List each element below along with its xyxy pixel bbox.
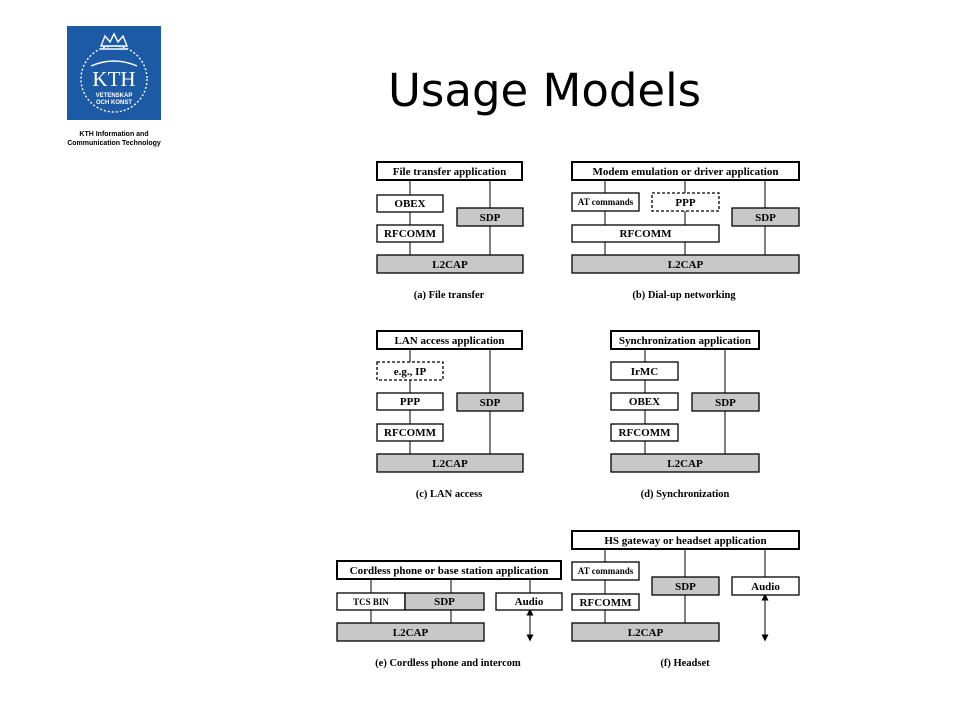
app-label: Cordless phone or base station applicati… xyxy=(350,565,549,577)
app-box xyxy=(336,560,562,580)
irmc-box xyxy=(610,361,679,381)
audio-box xyxy=(495,592,563,611)
diagram-headset: HS gateway or headset application AT com… xyxy=(571,530,800,669)
at-commands-box xyxy=(571,561,640,581)
logo-subtext-1: VETENSKAP xyxy=(96,93,133,99)
l2cap-label: L2CAP xyxy=(432,458,468,470)
logo-subtext-2: OCH KONST xyxy=(96,100,132,106)
app-label: HS gateway or headset application xyxy=(604,535,766,547)
rfcomm-label: RFCOMM xyxy=(580,597,633,609)
sdp-box xyxy=(456,392,524,412)
diagram-caption: (e) Cordless phone and intercom xyxy=(375,658,521,669)
logo-text: KTH xyxy=(92,67,135,91)
l2cap-box xyxy=(571,622,720,642)
at-commands-box xyxy=(571,192,640,212)
sdp-box xyxy=(456,207,524,227)
sdp-box xyxy=(404,592,485,611)
l2cap-box xyxy=(336,622,485,642)
l2cap-box xyxy=(610,453,760,473)
diagram-caption: (f) Headset xyxy=(660,658,710,669)
diagram-dial-up-networking: Modem emulation or driver application AT… xyxy=(571,161,800,301)
l2cap-label: L2CAP xyxy=(668,259,704,271)
diagram-caption: (a) File transfer xyxy=(414,290,485,301)
rfcomm-label: RFCOMM xyxy=(620,228,673,240)
sdp-label: SDP xyxy=(675,581,696,593)
l2cap-label: L2CAP xyxy=(628,627,664,639)
obex-label: OBEX xyxy=(629,396,660,408)
sdp-label: SDP xyxy=(715,397,736,409)
ppp-box xyxy=(376,392,444,411)
obex-label: OBEX xyxy=(394,198,425,210)
rfcomm-label: RFCOMM xyxy=(384,427,437,439)
slide-title: Usage Models xyxy=(388,64,702,117)
obex-box xyxy=(376,194,444,213)
diagram-caption: (d) Synchronization xyxy=(641,489,730,500)
diagram-lan-access: LAN access application e.g., IP PPP SDP … xyxy=(376,330,524,500)
l2cap-box xyxy=(376,254,524,274)
audio-label: Audio xyxy=(515,596,544,608)
app-label: File transfer application xyxy=(393,166,506,178)
rfcomm-box xyxy=(571,224,720,243)
sdp-label: SDP xyxy=(755,212,776,224)
rfcomm-box xyxy=(571,593,640,611)
ppp-box xyxy=(651,192,720,212)
rfcomm-label: RFCOMM xyxy=(384,228,437,240)
sdp-label: SDP xyxy=(480,212,501,224)
ip-box xyxy=(376,361,444,381)
ppp-label: PPP xyxy=(400,396,420,408)
l2cap-box xyxy=(571,254,800,274)
sdp-box xyxy=(691,392,760,412)
rfcomm-box xyxy=(376,423,444,442)
logo-caption: KTH Information and Communication Techno… xyxy=(40,130,188,148)
app-box xyxy=(571,161,800,181)
app-label: LAN access application xyxy=(395,335,505,347)
diagram-file-transfer: File transfer application OBEX SDP RFCOM… xyxy=(376,161,524,301)
logo-caption-line-2: Communication Technology xyxy=(67,140,161,147)
ip-label: e.g., IP xyxy=(394,366,427,378)
app-box xyxy=(610,330,760,350)
app-box xyxy=(376,330,523,350)
irmc-label: IrMC xyxy=(631,366,659,378)
kth-logo: KTH VETENSKAP OCH KONST xyxy=(67,26,161,120)
ppp-label: PPP xyxy=(675,197,695,209)
diagram-caption: (b) Dial-up networking xyxy=(632,290,736,301)
diagram-cordless-phone: Cordless phone or base station applicati… xyxy=(336,560,563,669)
diagram-caption: (c) LAN access xyxy=(416,489,482,500)
l2cap-label: L2CAP xyxy=(667,458,703,470)
rfcomm-label: RFCOMM xyxy=(619,427,672,439)
at-commands-label: AT commands xyxy=(578,566,634,576)
diagram-synchronization: Synchronization application IrMC OBEX SD… xyxy=(610,330,760,500)
sdp-box xyxy=(731,207,800,227)
sdp-label: SDP xyxy=(434,596,455,608)
app-label: Modem emulation or driver application xyxy=(593,166,779,178)
audio-box xyxy=(731,576,800,596)
app-box xyxy=(571,530,800,550)
audio-label: Audio xyxy=(751,581,780,593)
l2cap-label: L2CAP xyxy=(393,627,429,639)
rfcomm-box xyxy=(610,423,679,442)
l2cap-label: L2CAP xyxy=(432,259,468,271)
tcs-bin-label: TCS BIN xyxy=(353,597,389,607)
logo-caption-line-1: KTH Information and xyxy=(79,131,149,138)
obex-box xyxy=(610,392,679,411)
l2cap-box xyxy=(376,453,524,473)
app-box xyxy=(376,161,523,181)
rfcomm-box xyxy=(376,224,444,243)
sdp-label: SDP xyxy=(480,397,501,409)
at-commands-label: AT commands xyxy=(578,197,634,207)
kth-emblem-icon: KTH VETENSKAP OCH KONST xyxy=(80,32,148,113)
sdp-box xyxy=(651,576,720,596)
app-label: Synchronization application xyxy=(619,335,751,347)
